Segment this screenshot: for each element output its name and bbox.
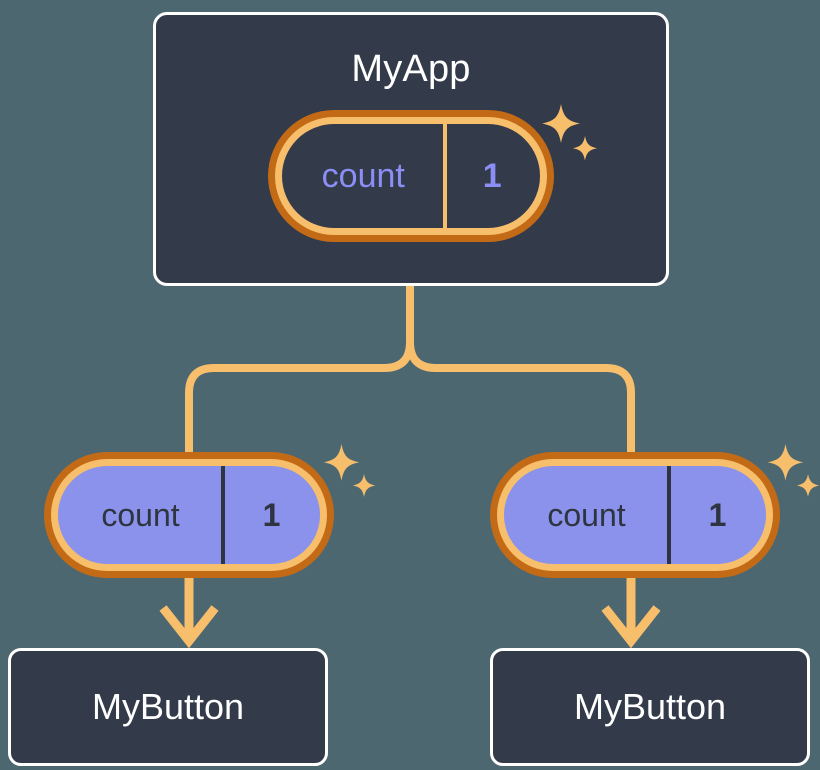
pill-divider [221,466,226,564]
state-value-label: 1 [482,157,502,195]
node-mybutton-right[interactable]: MyButton [490,648,810,766]
pill-body: count 1 [58,466,320,564]
connector-branch-left [185,341,414,452]
state-key-label: count [321,157,405,195]
component-label: MyButton [573,686,727,727]
page-title: MyApp [351,48,471,90]
pill-divider [442,124,447,228]
component-label: MyButton [91,686,245,727]
pill-inner-ring: count 1 [275,117,547,235]
state-pill-myapp[interactable]: count 1 [268,110,554,242]
connector-branch-right [406,341,635,452]
state-pill-left[interactable]: count 1 [44,452,334,578]
state-key-label: count [101,497,180,533]
sparkle-large [767,443,804,481]
pill-divider [667,466,672,564]
pill-inner-ring: count 1 [497,459,773,571]
pill-inner-ring: count 1 [51,459,327,571]
state-value-label: 1 [708,497,727,533]
state-key-label: count [547,497,626,533]
sparkle-small [796,474,820,497]
arrow-down-icon-right [601,605,661,649]
sparkle-large [323,443,360,481]
sparkle-small [352,474,376,497]
node-mybutton-left[interactable]: MyButton [8,648,328,766]
state-pill-right[interactable]: count 1 [490,452,780,578]
arrow-down-icon-left [159,605,219,649]
pill-body: count 1 [504,466,766,564]
pill-body: count 1 [282,124,540,228]
state-value-label: 1 [262,497,281,533]
